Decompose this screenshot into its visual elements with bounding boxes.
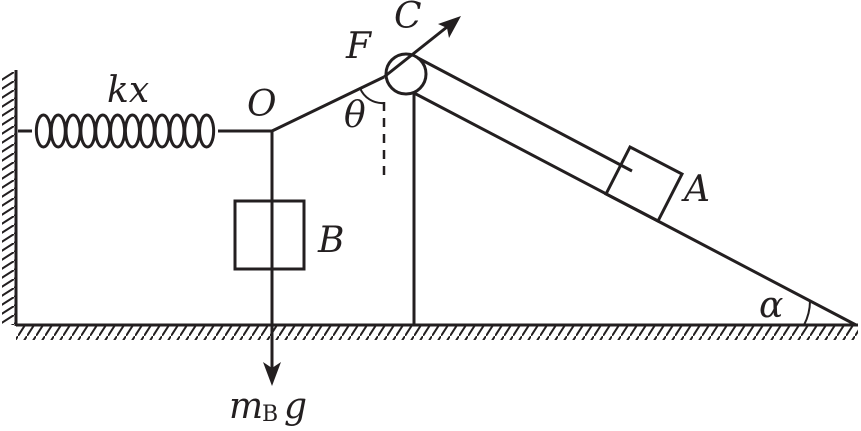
block-a bbox=[603, 144, 685, 224]
svg-text:B: B bbox=[262, 402, 278, 427]
rope-system bbox=[222, 75, 385, 133]
label-theta: θ bbox=[344, 95, 366, 136]
label-weight: m B g bbox=[229, 386, 307, 427]
block-b bbox=[233, 199, 306, 271]
wall bbox=[2, 70, 18, 326]
label-kx: kx bbox=[107, 70, 149, 111]
force-f-arrow bbox=[383, 16, 461, 79]
rope-to-block-a bbox=[417, 56, 633, 173]
svg-text:g: g bbox=[284, 386, 307, 427]
spring bbox=[18, 113, 222, 149]
label-f: F bbox=[345, 26, 373, 67]
label-o: O bbox=[247, 84, 277, 125]
ground bbox=[16, 323, 858, 340]
theta-arc bbox=[359, 87, 385, 105]
label-alpha: α bbox=[759, 285, 783, 326]
label-a: A bbox=[681, 169, 710, 210]
label-b: B bbox=[317, 220, 344, 261]
svg-text:m: m bbox=[229, 386, 263, 427]
label-c: C bbox=[394, 0, 422, 37]
